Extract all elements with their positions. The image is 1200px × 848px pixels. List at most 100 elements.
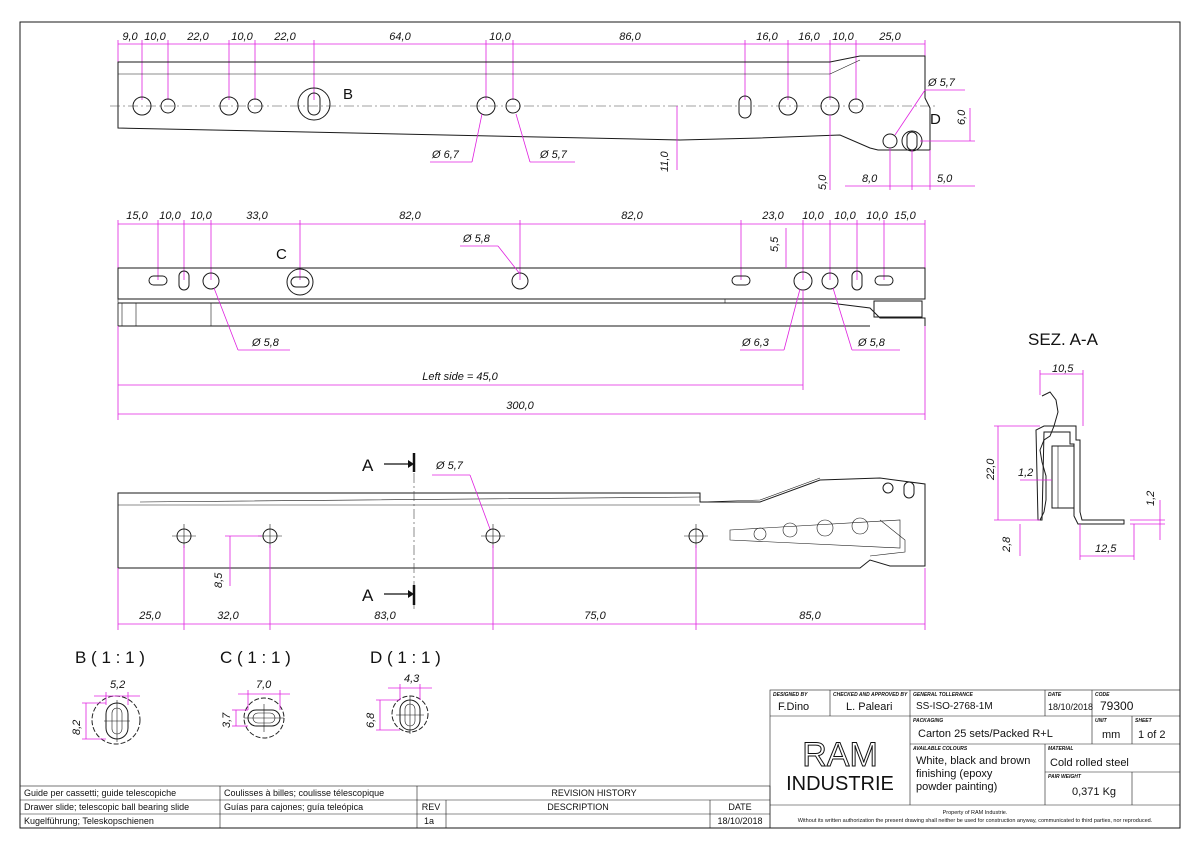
detail-c-width: 7,0: [256, 679, 272, 691]
sheet-number: 1 of 2: [1138, 729, 1166, 741]
dim-top-9: 16,0: [756, 31, 778, 43]
rev-header: REV: [422, 802, 441, 812]
tolerance-label: GENERAL TOLLERANCE: [913, 692, 973, 698]
packaging: Carton 25 sets/Packed R+L: [918, 728, 1053, 740]
section-a-a: SEZ. A-A 10,5 22,0 1,2 1,2 2,8 12,5: [985, 330, 1165, 560]
checked-by: L. Paleari: [846, 701, 892, 713]
dim-bottom-5: 85,0: [799, 610, 821, 622]
sec-22: 22,0: [985, 458, 997, 481]
sheet-border: [19, 21, 1181, 829]
name-fr: Coulisses à billes; coulisse télescopiqu…: [224, 788, 384, 798]
sec-2-8: 2,8: [1001, 536, 1013, 553]
date: 18/10/2018: [1048, 702, 1093, 712]
dim-mid-2: 10,0: [159, 210, 181, 222]
logo-industrie: INDUSTRIE: [786, 773, 894, 795]
sheet-label: SHEET: [1135, 718, 1153, 724]
dim-top-6: 64,0: [389, 31, 411, 43]
date-header: DATE: [728, 802, 751, 812]
name-de: Kugelführung; Teleskopschienen: [24, 816, 154, 826]
dim-8-5: 8,5: [213, 572, 225, 588]
dim-mid-6: 82,0: [621, 210, 643, 222]
dim-mid-11: 15,0: [894, 210, 916, 222]
title-block: DESIGNED BY F.Dino CHECKED AND APPROVED …: [769, 689, 1181, 829]
dim-5a: 5,0: [817, 174, 829, 190]
detail-d-height: 6,8: [365, 712, 377, 728]
detail-d-label: D: [930, 111, 941, 128]
middle-view: 15,0 10,0 10,0 33,0 82,0 82,0 23,0 10,0 …: [117, 210, 926, 420]
property-note: Property of RAM Industrie.: [943, 810, 1008, 816]
dim-11: 11,0: [659, 151, 671, 172]
logo-ram: RAM: [802, 736, 878, 774]
rev-value: 1a: [424, 816, 434, 826]
left-side-dim: Left side = 45,0: [422, 371, 498, 383]
material-label: MATERIAL: [1048, 746, 1073, 752]
dim-bottom-4: 75,0: [584, 610, 606, 622]
name-es: Guías para cajones; guía teleópica: [224, 802, 363, 812]
code-label: CODE: [1095, 692, 1110, 698]
dim-mid-3: 10,0: [190, 210, 212, 222]
code: 79300: [1100, 699, 1134, 713]
dia-6-7: Ø 6,7: [431, 149, 460, 161]
colours-line-2: finishing (epoxy: [916, 768, 993, 780]
dim-5b: 5,0: [937, 173, 953, 185]
dim-8: 8,0: [862, 173, 878, 185]
dim-bottom-1: 25,0: [138, 610, 161, 622]
name-it: Guide per cassetti; guide telescopiche: [24, 788, 176, 798]
bottom-view: A A Ø 5,7 8,5 25,0 32,0 83,0 75,0 85,0: [117, 453, 926, 630]
detail-c-title: C ( 1 : 1 ): [220, 648, 291, 667]
dim-top-4: 10,0: [231, 31, 253, 43]
sec-1-2b: 1,2: [1145, 491, 1157, 506]
dia-6-3: Ø 6,3: [741, 337, 770, 349]
designed-by: F.Dino: [778, 701, 809, 713]
detail-c-height: 3,7: [221, 712, 233, 728]
dim-mid-7: 23,0: [761, 210, 784, 222]
dia-5-7-a: Ø 5,7: [539, 149, 568, 161]
detail-c-label: C: [276, 246, 287, 263]
description-header: DESCRIPTION: [547, 802, 609, 812]
dia-5-8-right: Ø 5,8: [857, 337, 886, 349]
dim-mid-10: 10,0: [866, 210, 888, 222]
colours-line-3: powder painting): [916, 781, 997, 793]
detail-d-title: D ( 1 : 1 ): [370, 648, 441, 667]
packaging-label: PACKAGING: [913, 718, 943, 724]
weight: 0,371 Kg: [1072, 786, 1116, 798]
dim-bottom-3: 83,0: [374, 610, 396, 622]
unit-label: UNIT: [1095, 718, 1108, 724]
dim-mid-9: 10,0: [834, 210, 856, 222]
detail-b-height: 8,2: [71, 720, 83, 735]
name-en: Drawer slide; telescopic ball bearing sl…: [24, 802, 189, 812]
dia-5-8-top: Ø 5,8: [462, 233, 491, 245]
designed-by-label: DESIGNED BY: [773, 692, 808, 698]
sec-1-2a: 1,2: [1018, 467, 1033, 479]
dia-5-7-b: Ø 5,7: [927, 77, 956, 89]
dim-top-11: 10,0: [832, 31, 854, 43]
revision-block: Guide per cassetti; guide telescopiche C…: [19, 785, 771, 829]
legal-notice: Without its written authorization the pr…: [798, 818, 1153, 824]
dim-mid-8: 10,0: [802, 210, 824, 222]
dim-bottom-2: 32,0: [217, 610, 239, 622]
checked-label: CHECKED AND APPROVED BY: [833, 692, 908, 698]
unit: mm: [1102, 729, 1120, 741]
dim-top-7: 10,0: [489, 31, 511, 43]
section-title: SEZ. A-A: [1028, 330, 1099, 349]
dim-5-5: 5,5: [769, 236, 781, 252]
revision-history-title: REVISION HISTORY: [551, 788, 636, 798]
dim-top-12: 25,0: [878, 31, 901, 43]
top-view: 9,0 10,0 22,0 10,0 22,0 64,0 10,0 86,0 1…: [110, 31, 975, 190]
detail-b-label: B: [343, 86, 353, 103]
material: Cold rolled steel: [1050, 757, 1129, 769]
dim-top-10: 16,0: [798, 31, 820, 43]
bottom-dia-5-7: Ø 5,7: [435, 460, 464, 472]
dim-mid-1: 15,0: [126, 210, 148, 222]
date-label: DATE: [1048, 692, 1062, 698]
colours-line-1: White, black and brown: [916, 755, 1030, 767]
dim-mid-5: 82,0: [399, 210, 421, 222]
overall-length: 300,0: [506, 400, 534, 412]
cut-a-bottom: A: [362, 586, 374, 605]
sec-10-5: 10,5: [1052, 363, 1074, 375]
detail-b-width: 5,2: [110, 679, 125, 691]
colours-label: AVAILABLE COLOURS: [912, 746, 968, 752]
sec-12-5: 12,5: [1095, 543, 1117, 555]
dim-top-1: 9,0: [122, 31, 138, 43]
